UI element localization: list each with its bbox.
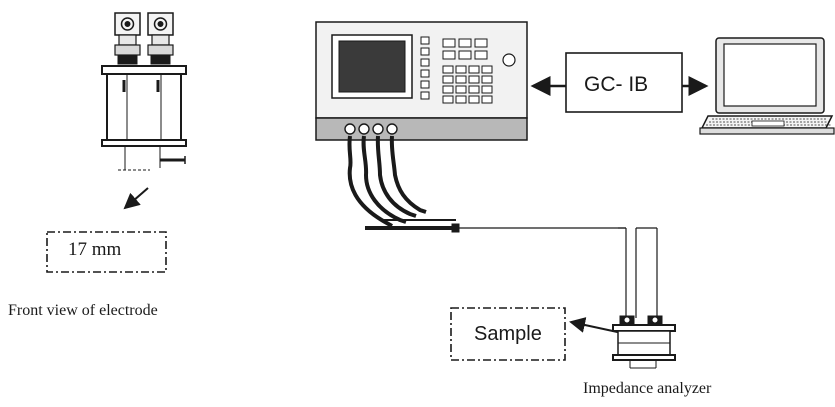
analyzer-caption: Impedance analyzer	[583, 380, 712, 397]
electrode-caption: Front view of electrode	[8, 302, 158, 319]
electrode-icon	[101, 12, 187, 171]
test-leads	[347, 135, 658, 318]
electrode-dimension-label: 17 mm	[68, 239, 122, 260]
sample-label: Sample	[474, 323, 542, 345]
electrode-pointer-arrow	[123, 187, 149, 210]
sample-box	[450, 307, 566, 361]
gcib-box	[565, 52, 683, 113]
laptop-icon	[699, 37, 835, 135]
impedance-analyzer-instrument-icon	[315, 21, 528, 141]
gcib-label: GC- IB	[584, 73, 649, 96]
dimension-box	[46, 231, 167, 273]
sample-holder-icon	[612, 315, 676, 369]
